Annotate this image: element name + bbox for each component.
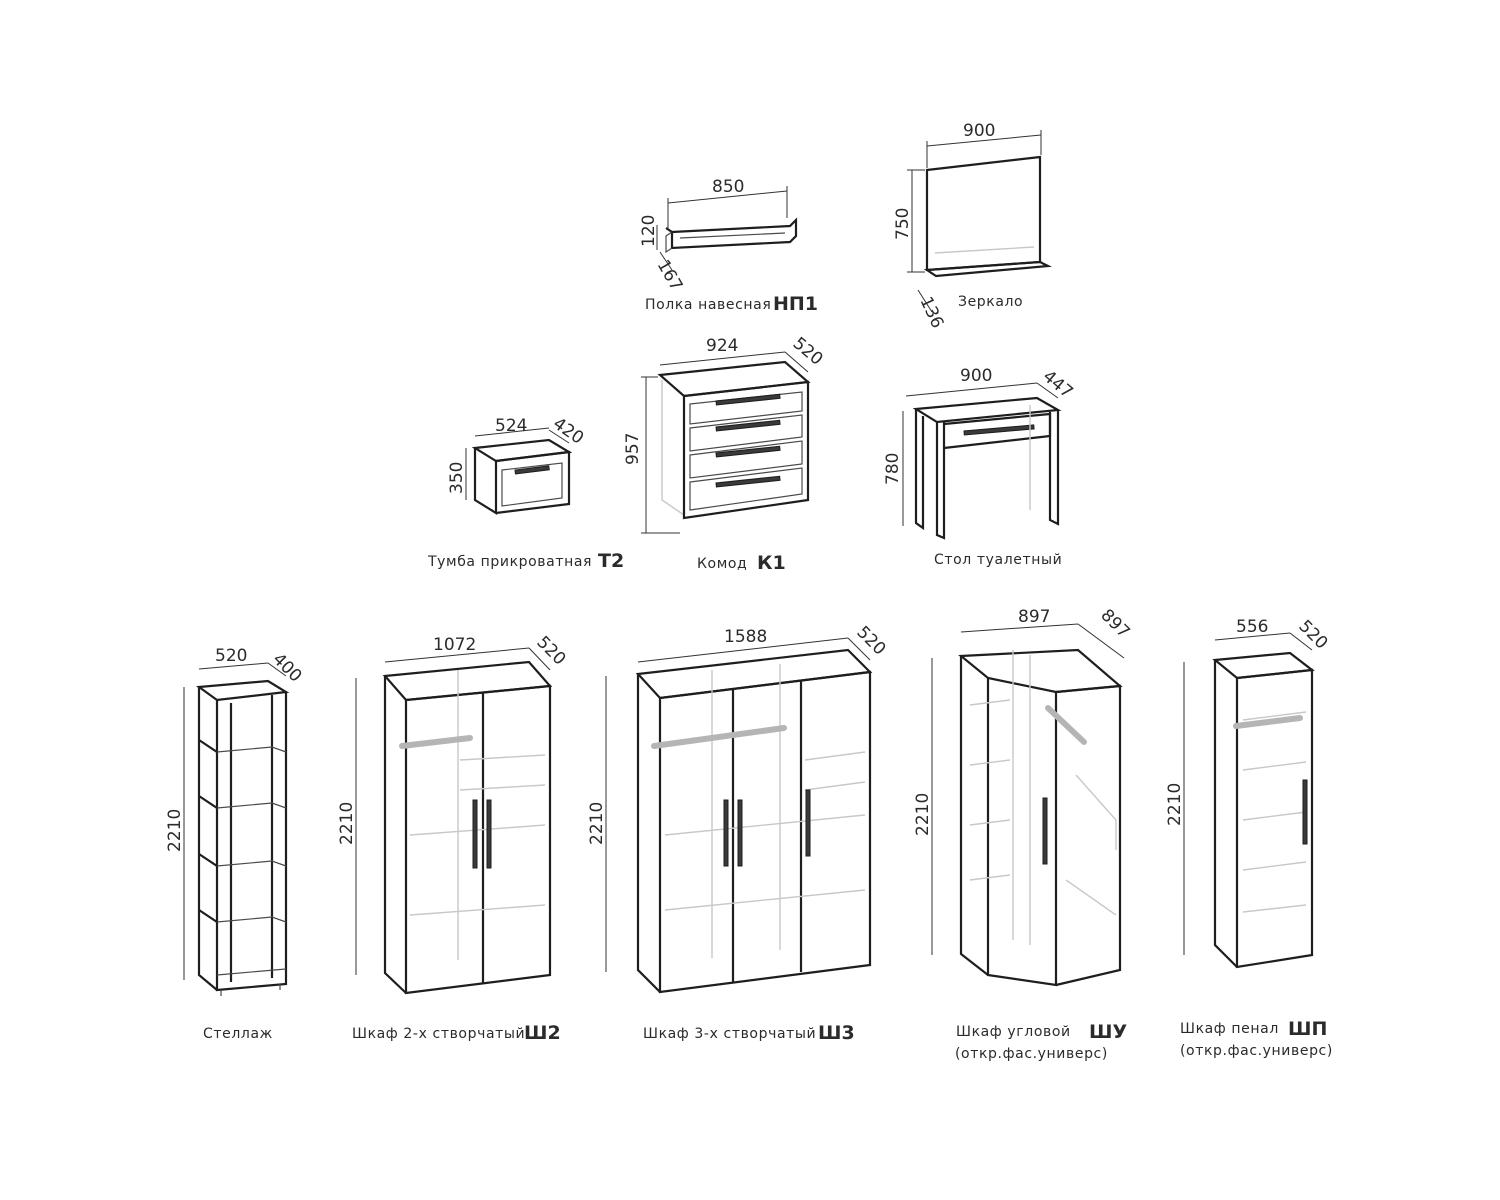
mirror-height-label: 750 — [893, 208, 913, 240]
item-sh3: 1588 520 2210 Шкаф 3-х створчатый Ш3 — [587, 622, 890, 1044]
shu-subcaption: (откр.фас.универс) — [955, 1046, 1108, 1062]
sh3-drawing — [635, 648, 873, 994]
k1-width-label: 924 — [706, 336, 738, 356]
shu-drawing — [958, 648, 1123, 987]
shu-height-label: 2210 — [913, 793, 933, 836]
np1-code: НП1 — [773, 293, 818, 315]
sh2-drawing — [382, 660, 553, 995]
shp-height-label: 2210 — [1165, 783, 1185, 826]
table-dimensions: 900 447 780 — [883, 366, 1077, 526]
np1-height-label: 120 — [639, 215, 659, 247]
item-k1: 924 520 957 Комод К1 — [623, 334, 827, 574]
table-drawing — [912, 396, 1062, 540]
k1-code: К1 — [757, 552, 786, 574]
shelving-height-label: 2210 — [165, 809, 185, 852]
k1-caption: Комод — [697, 556, 747, 572]
table-caption: Стол туалетный — [934, 552, 1062, 568]
shu-caption: Шкаф угловой — [956, 1024, 1071, 1040]
k1-dimensions: 924 520 957 — [623, 334, 827, 534]
sh2-depth-label: 520 — [532, 632, 569, 669]
shelving-width-label: 520 — [215, 646, 247, 666]
mirror-width-label: 900 — [963, 121, 995, 141]
t2-width-label: 524 — [495, 416, 527, 436]
k1-height-label: 957 — [623, 433, 643, 465]
item-mirror: 900 750 136 Зеркало — [893, 121, 1052, 332]
sh3-code: Ш3 — [818, 1022, 855, 1044]
item-t2: 524 420 350 Тумба прикроватная Т2 — [427, 414, 624, 572]
np1-drawing — [665, 217, 798, 254]
shelving-caption: Стеллаж — [203, 1026, 273, 1042]
item-table: 900 447 780 Стол туалетный — [883, 366, 1077, 568]
sh3-caption: Шкаф 3-х створчатый — [643, 1026, 816, 1042]
item-np1: 850 120 167 Полка навесная НП1 — [639, 177, 818, 315]
np1-dimensions: 850 120 167 — [639, 177, 788, 295]
shp-subcaption: (откр.фас.универс) — [1180, 1043, 1333, 1059]
t2-code: Т2 — [598, 550, 624, 572]
k1-depth-label: 520 — [789, 334, 827, 370]
shu-dimensions: 897 897 2210 — [913, 605, 1134, 955]
t2-caption: Тумба прикроватная — [427, 554, 592, 570]
np1-depth-label: 167 — [653, 257, 687, 295]
shp-caption: Шкаф пенал — [1180, 1021, 1279, 1037]
t2-drawing — [471, 438, 573, 515]
mirror-depth-label: 136 — [915, 294, 947, 332]
sh3-height-label: 2210 — [587, 802, 607, 845]
shu-depth-label: 897 — [1096, 605, 1133, 642]
sh3-depth-label: 520 — [852, 622, 889, 659]
item-shu: 897 897 2210 Шкаф угловой ШУ (откр.фас.у… — [913, 605, 1134, 1062]
t2-dimensions: 524 420 350 — [447, 414, 587, 500]
mirror-caption: Зеркало — [958, 294, 1023, 310]
shu-width-label: 897 — [1018, 607, 1050, 627]
item-shp: 556 520 2210 Шкаф пенал ШП (откр.фас.уни… — [1165, 616, 1333, 1059]
mirror-drawing — [923, 155, 1052, 278]
shp-drawing — [1212, 651, 1315, 969]
k1-drawing — [657, 360, 811, 520]
shp-width-label: 556 — [1236, 617, 1268, 637]
sh2-width-label: 1072 — [433, 635, 476, 655]
np1-width-label: 850 — [712, 177, 744, 197]
table-height-label: 780 — [883, 453, 903, 485]
shelving-dimensions: 520 400 2210 — [165, 646, 306, 980]
sh2-dimensions: 1072 520 2210 — [337, 632, 570, 975]
table-depth-label: 447 — [1039, 367, 1077, 403]
np1-caption: Полка навесная — [645, 297, 771, 313]
sh2-code: Ш2 — [524, 1022, 561, 1044]
shelving-drawing — [195, 679, 290, 996]
shelving-depth-label: 400 — [268, 649, 305, 686]
sh3-width-label: 1588 — [724, 627, 767, 647]
table-width-label: 900 — [960, 366, 992, 386]
shu-code: ШУ — [1089, 1021, 1127, 1043]
item-shelving: 520 400 2210 Стеллаж — [165, 646, 306, 1042]
shp-depth-label: 520 — [1294, 616, 1331, 653]
shp-code: ШП — [1288, 1018, 1327, 1040]
sh2-height-label: 2210 — [337, 802, 357, 845]
sh2-caption: Шкаф 2-х створчатый — [352, 1026, 525, 1042]
t2-height-label: 350 — [447, 462, 467, 494]
item-sh2: 1072 520 2210 Шкаф 2-х створчатый Ш2 — [337, 632, 570, 1044]
